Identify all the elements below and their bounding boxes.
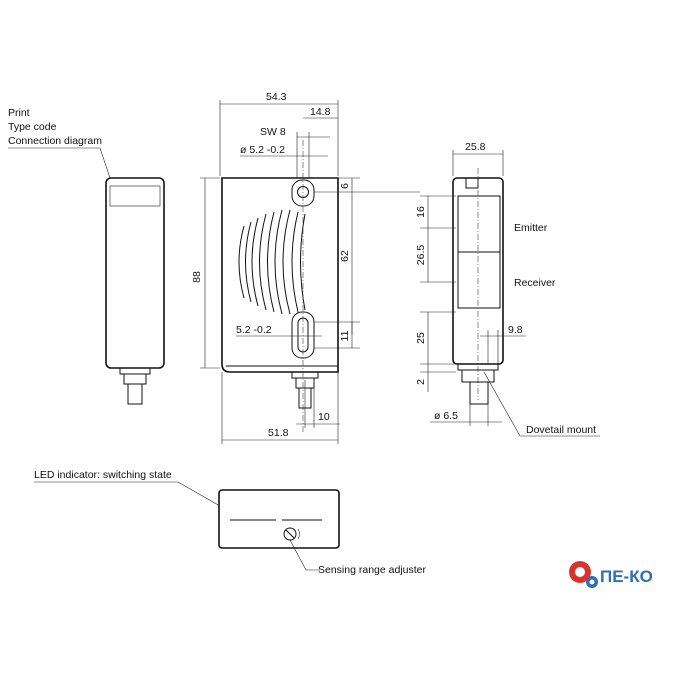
label-type-code: Type code <box>8 121 57 133</box>
company-logo: ПЕ-КО <box>569 561 653 588</box>
print-area <box>109 185 161 207</box>
led-leader-line <box>34 481 235 515</box>
main-view: 54.3 14.8 SW 8 ø 5.2 -0.2 88 6 62 11 5.2… <box>191 91 420 444</box>
print-connector-base <box>119 367 151 375</box>
dim-54-3: 54.3 <box>266 91 287 103</box>
dim-88: 88 <box>191 271 203 283</box>
label-connection-diagram: Connection diagram <box>8 135 102 147</box>
lens-arcs <box>238 209 306 315</box>
dim-25-8: 25.8 <box>465 141 486 153</box>
dim-26-5: 26.5 <box>415 245 427 266</box>
side-connector-pin <box>469 381 489 405</box>
top-view: LED indicator: switching state Sensing r… <box>34 469 426 576</box>
gear-icon <box>569 561 598 588</box>
side-view: 25.8 16 26.5 25 2 9.8 ø 6.5 Emitter Rece… <box>415 141 600 437</box>
dim-16: 16 <box>415 206 427 218</box>
dim-connector: ø 6.5 <box>434 410 458 422</box>
adjuster-leader-line <box>289 539 320 571</box>
dim-2: 2 <box>415 379 427 385</box>
main-body <box>221 177 339 373</box>
dim-51-8: 51.8 <box>268 427 289 439</box>
print-connector-pin <box>127 383 143 405</box>
print-leader-line <box>8 147 115 191</box>
logo-text: ПЕ-КО <box>600 567 653 586</box>
print-connector-nut <box>123 373 147 385</box>
dim-6: 6 <box>339 183 351 189</box>
dim-11: 11 <box>339 330 351 341</box>
dim-sw: SW 8 <box>260 126 286 138</box>
label-led-indicator: LED indicator: switching state <box>34 469 172 481</box>
top-view-body <box>218 489 340 549</box>
label-dovetail-mount: Dovetail mount <box>526 424 596 436</box>
label-sensing-range-adjuster: Sensing range adjuster <box>318 564 426 576</box>
main-connector-base <box>291 371 319 379</box>
dim-hole-bottom: 5.2 -0.2 <box>236 324 272 336</box>
dim-hole-top: ø 5.2 -0.2 <box>240 144 285 156</box>
dim-10: 10 <box>318 411 330 423</box>
dim-9-8: 9.8 <box>508 324 523 336</box>
dim-62: 62 <box>339 250 351 262</box>
label-emitter: Emitter <box>514 222 548 234</box>
dim-14-8: 14.8 <box>310 106 331 118</box>
dovetail-leader-line <box>483 371 600 437</box>
print-view: Print Type code Connection diagram <box>8 107 165 405</box>
dim-25: 25 <box>415 332 427 344</box>
print-body <box>105 177 165 369</box>
label-print: Print <box>8 107 30 119</box>
label-receiver: Receiver <box>514 277 556 289</box>
